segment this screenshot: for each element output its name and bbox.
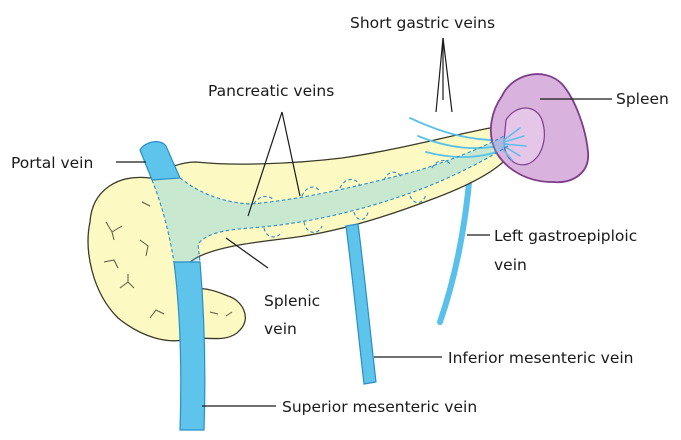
label-superior-mesenteric-vein: Superior mesenteric vein bbox=[282, 398, 477, 416]
superior-mesenteric-vein bbox=[174, 262, 205, 430]
portal-vein bbox=[140, 142, 180, 180]
label-spleen: Spleen bbox=[616, 90, 669, 108]
label-splenic-vein-line1: Splenic bbox=[264, 292, 320, 310]
label-inferior-mesenteric-vein: Inferior mesenteric vein bbox=[448, 349, 634, 367]
label-left-gastroepiploic-vein-line1: Left gastroepiploic bbox=[494, 227, 637, 245]
label-portal-vein: Portal vein bbox=[11, 154, 93, 172]
label-splenic-vein-line2: vein bbox=[264, 320, 297, 338]
label-short-gastric-veins: Short gastric veins bbox=[350, 14, 495, 32]
label-pancreatic-veins: Pancreatic veins bbox=[208, 82, 334, 100]
label-left-gastroepiploic-vein-line2: vein bbox=[494, 256, 527, 274]
inferior-mesenteric-vein bbox=[346, 224, 376, 384]
